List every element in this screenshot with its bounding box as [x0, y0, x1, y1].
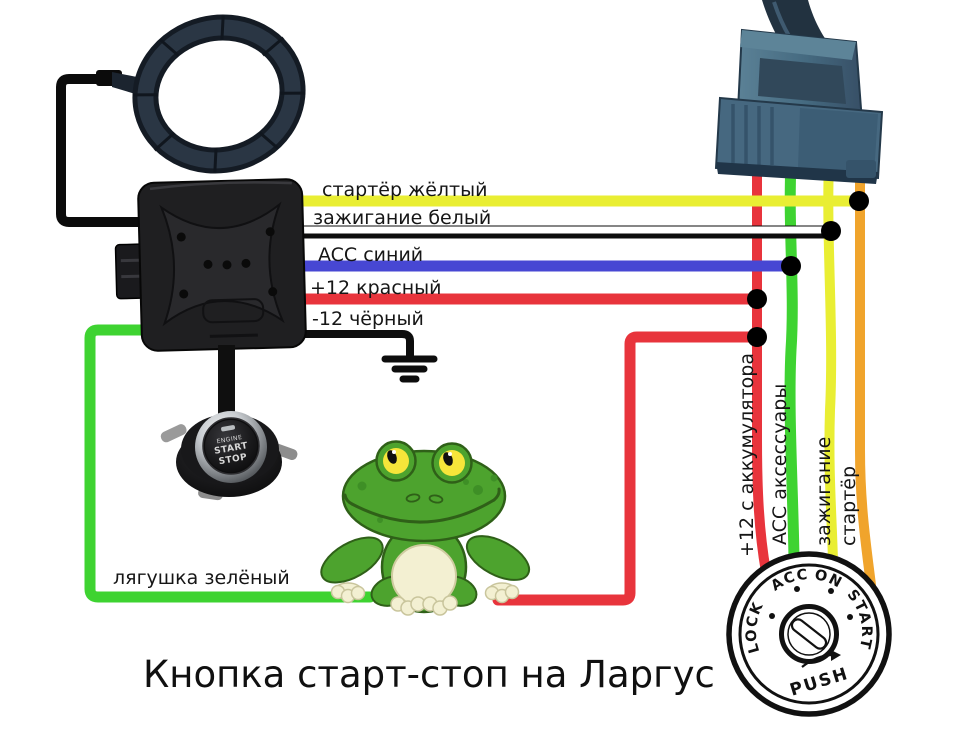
- harness-wire-starter-orange: [855, 157, 876, 590]
- wire-minus12-black: [303, 330, 438, 383]
- wire-label-acc-blue: ACC синий: [318, 244, 424, 266]
- wire-label-starter-orange: стартёр: [838, 465, 860, 546]
- push-arrow: [801, 653, 834, 668]
- ignition-lock: LOCK ACC ON START PUSH: [726, 551, 892, 717]
- wire-label-minus12-black: -12 чёрный: [312, 308, 424, 330]
- ground-symbol: [381, 355, 438, 383]
- wire-label-starter-yellow: стартёр жёлтый: [322, 179, 488, 201]
- svg-text:STOP: STOP: [218, 452, 248, 467]
- harness-wire-acc-green: [784, 156, 800, 566]
- connection-dot: [821, 221, 841, 241]
- caption: Кнопка старт-стоп на Ларгус: [143, 653, 715, 696]
- connection-dot: [747, 327, 767, 347]
- harness-wire-battery-red: [752, 157, 771, 577]
- ring-cable: [56, 74, 147, 227]
- connection-dot: [747, 289, 767, 309]
- module-x-pattern: [159, 201, 285, 327]
- wire-label-battery-red: +12 с аккумулятора: [736, 352, 758, 557]
- button-cable: [218, 345, 235, 425]
- wire-label-plus12-red: +12 красный: [310, 277, 442, 299]
- connection-dots: [747, 191, 869, 347]
- wire-label-ignition-white: зажигание белый: [313, 207, 492, 229]
- control-module: [114, 178, 307, 352]
- wire-label-frog-green: лягушка зелёный: [113, 567, 290, 589]
- wire-red-branch: [492, 331, 764, 606]
- ignition-connector: [714, 0, 884, 184]
- antenna-ring: [132, 14, 306, 174]
- wire-label-acc-green: ACC аксессуары: [769, 383, 791, 545]
- wire-frog-green: [84, 324, 376, 603]
- connection-dot: [781, 256, 801, 276]
- start-stop-button: ENGINE START STOP: [160, 411, 298, 501]
- connection-dot: [849, 191, 869, 211]
- svg-text:ENGINE: ENGINE: [216, 434, 243, 445]
- button-label: ENGINE START STOP: [214, 434, 250, 467]
- wire-label-ignition-yellow: зажигание: [813, 436, 835, 546]
- frog-illustration: [320, 440, 531, 616]
- wire-ignition-white: [300, 225, 831, 239]
